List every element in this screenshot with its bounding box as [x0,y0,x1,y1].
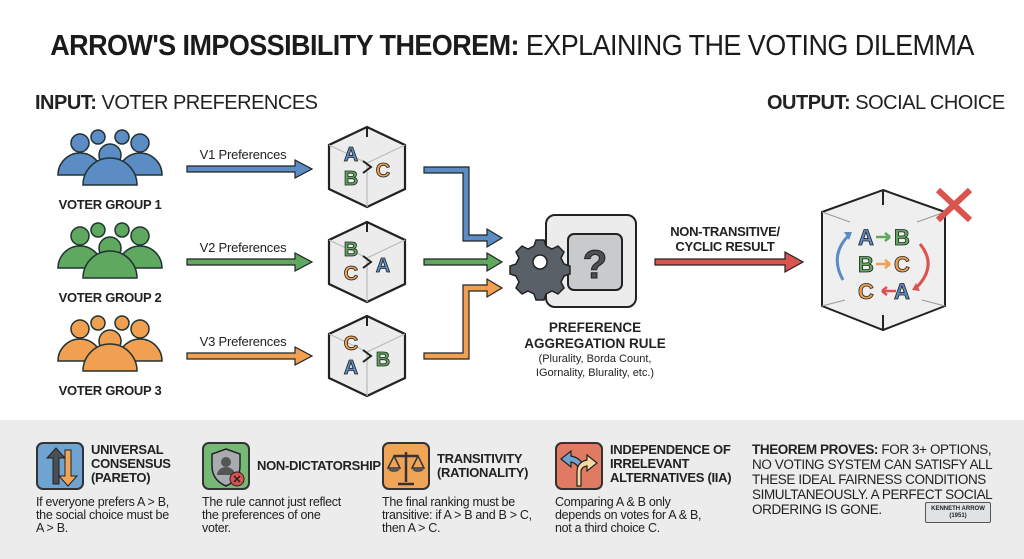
gear-icon [509,239,571,301]
input-heading: INPUT: VOTER PREFERENCES [35,92,318,114]
criterion-title: TRANSITIVITY(RATIONALITY) [437,451,529,480]
cycle-letter: B [858,252,874,277]
theorem-statement: THEOREM PROVES: FOR 3+ OPTIONS, NO VOTIN… [752,442,992,517]
elbow-arrow-1 [423,166,504,249]
v1-arrow [186,159,314,179]
question-mark-icon: ? [583,243,607,287]
ballot-cube-3 [327,314,407,398]
voter-group-3-icon [57,315,163,372]
result-label: NON-TRANSITIVE/CYCLIC RESULT [670,224,780,254]
v3-preferences-label: V3 Preferences [199,334,287,349]
ballot-letter: A [344,144,358,166]
cycle-letter: A [894,279,910,304]
criterion-title: NON-DICTATORSHIP [257,458,381,473]
voter-group-1-label: VOTER GROUP 1 [58,197,162,212]
v2-arrow [186,252,314,272]
ballot-letter: C [344,263,358,285]
v1-preferences-label: V1 Preferences [199,147,287,162]
ballot-cube-2 [327,220,407,304]
ballot-letter: C [344,333,358,355]
output-cube [821,188,946,332]
ballot-letter: B [344,168,358,190]
voter-group-2-icon [57,222,163,279]
criteria-panel [0,420,1024,559]
cycle-arrow [876,232,891,242]
v2-preferences-label: V2 Preferences [199,240,287,255]
question-box [567,233,623,291]
voter-group-2-label: VOTER GROUP 2 [58,290,162,305]
cycle-letter: C [894,252,910,277]
scales-icon [382,442,430,490]
up-down-arrows-icon [36,442,84,490]
ballot-letter: A [344,357,358,379]
elbow-arrow-3 [423,277,504,360]
cycle-letter: A [858,225,874,250]
aggregation-label: PREFERENCE AGGREGATION RULE (Plurality, … [524,320,666,379]
ballot-letter: A [376,255,390,277]
page-title: ARROW'S IMPOSSIBILITY THEOREM: EXPLAININ… [50,30,974,62]
voter-group-3-label: VOTER GROUP 3 [58,383,162,398]
result-arrow [654,250,805,274]
ballot-cube-1 [327,125,407,209]
invalid-x-icon [935,187,973,223]
voter-group-1-icon [57,129,163,186]
elbow-arrow-2 [423,251,504,273]
output-heading: OUTPUT: SOCIAL CHOICE [767,92,1005,114]
ballot-letter: B [344,239,358,261]
split-arrow-icon [555,442,603,490]
ballot-letter: C [376,160,390,182]
cycle-letter: B [894,225,910,250]
cycle-arrow [876,259,891,269]
kenneth-arrow-plaque: KENNETH ARROW(1951) [925,502,991,523]
shield-person-icon [202,442,250,490]
criterion-description: If everyone prefers A > B,the social cho… [36,495,169,535]
ballot-letter: B [376,349,390,371]
cycle-letter: C [858,279,874,304]
v3-arrow [186,346,314,366]
cycle-arrow [881,286,896,296]
